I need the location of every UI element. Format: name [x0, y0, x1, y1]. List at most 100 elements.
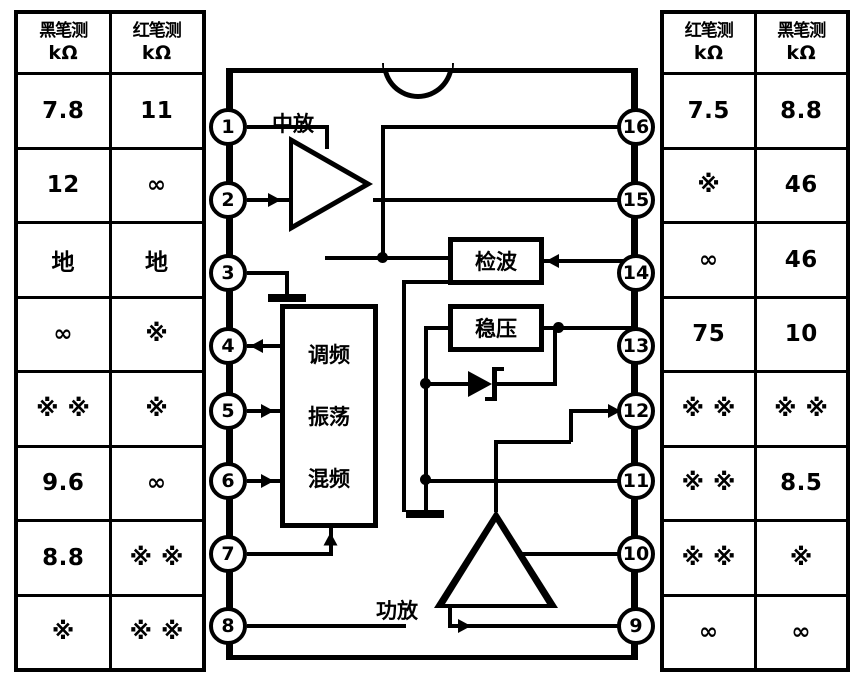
header-label-zh: 红笔测: [684, 21, 734, 42]
cell-red-8: ※ ※: [129, 619, 184, 646]
pin-9[interactable]: 9: [617, 607, 655, 645]
wire-zener-left: [424, 382, 468, 386]
pin-16[interactable]: 16: [617, 108, 655, 146]
detector-label: 检波: [475, 250, 517, 274]
wire-pwramp-pin9: [448, 624, 634, 628]
wire-pin1-ifamp: [247, 125, 329, 129]
power-amp-triangle-fill: [445, 522, 547, 604]
right-header-black: 黑笔测 kΩ: [757, 14, 847, 72]
cell-black-12: ※ ※: [774, 395, 829, 422]
wire-ifamp-feedback: [325, 256, 385, 260]
regulator-label: 稳压: [475, 317, 517, 341]
wire-ifamp-down: [381, 198, 385, 260]
ic-block-diagram: 1 2 3 4 5 6 7 8 16 15 14 13 12 11 10 9 中…: [206, 52, 658, 676]
table-header-row: 黑笔测 kΩ 红笔测 kΩ: [18, 14, 202, 75]
tuner-osc-label: 振荡: [308, 405, 350, 429]
wire-detector-lower-in: [404, 280, 452, 284]
arrow-pin4-out-icon: [250, 339, 263, 353]
cell-black-7: 8.8: [18, 522, 112, 594]
wire-pwramp-pin10: [496, 552, 634, 556]
pin-1[interactable]: 1: [209, 108, 247, 146]
header-label-zh: 红笔测: [132, 21, 182, 42]
header-unit: kΩ: [48, 42, 79, 65]
cell-black-14: 46: [784, 246, 818, 273]
wire-pwramp-top: [494, 479, 498, 512]
regulator-block: 稳压: [448, 304, 544, 352]
wire-pin3-gnd-drop: [285, 271, 289, 296]
cell-red-3: 地: [145, 249, 169, 276]
header-label-zh: 黑笔测: [777, 21, 826, 42]
cell-red-1: 11: [140, 97, 174, 124]
pin-6[interactable]: 6: [209, 462, 247, 500]
pin-15[interactable]: 15: [617, 181, 655, 219]
ic-notch-mask: [384, 60, 452, 69]
table-row: ※ ※ 8.5: [664, 447, 846, 522]
if-amp-label: 中放: [272, 112, 314, 136]
cell-red-9: ∞: [664, 596, 757, 668]
pin-2[interactable]: 2: [209, 181, 247, 219]
pin-10[interactable]: 10: [617, 535, 655, 573]
arrow-pin9-icon: [458, 619, 471, 633]
wire-regulator-pin13: [544, 326, 634, 330]
pin-8[interactable]: 8: [209, 607, 247, 645]
cell-black-9: ∞: [791, 619, 812, 646]
wire-pin12: [571, 409, 634, 413]
table-row: 7.8 11: [18, 75, 202, 150]
cell-black-8: ※: [18, 596, 112, 668]
left-header-black: 黑笔测 kΩ: [18, 14, 112, 72]
junction-node-supply: [420, 474, 431, 485]
cell-red-4: ※: [145, 321, 169, 348]
wire-pin12-across: [496, 440, 571, 444]
header-unit: kΩ: [141, 42, 172, 65]
wire-tuner-bottom: [329, 528, 333, 554]
wire-top-rail: [226, 68, 636, 72]
table-row: ∞ 46: [664, 224, 846, 299]
junction-node-zener: [420, 378, 431, 389]
arrow-tuner-bottom-icon: [323, 532, 338, 546]
pin-11[interactable]: 11: [617, 462, 655, 500]
wire-supply-gnd: [424, 479, 428, 512]
wire-bottom-rail: [226, 656, 636, 660]
tuner-mix-label: 混频: [308, 467, 350, 491]
cell-black-1: 7.8: [18, 75, 112, 147]
wire-pin14-detector: [544, 259, 634, 263]
cell-red-6: ∞: [146, 470, 167, 497]
left-header-red: 红笔测 kΩ: [112, 14, 203, 72]
table-row: 75 10: [664, 298, 846, 373]
pin-3[interactable]: 3: [209, 254, 247, 292]
detector-block: 检波: [448, 237, 544, 285]
table-row: 12 ∞: [18, 149, 202, 224]
wire-pwramp-bottom: [448, 606, 452, 626]
wire-pin16-rail: [381, 125, 637, 129]
cell-red-5: ※: [145, 395, 169, 422]
cell-black-15: 46: [784, 172, 818, 199]
table-header-row: 红笔测 kΩ 黑笔测 kΩ: [664, 14, 846, 75]
table-row: ※ ※ ※ ※: [664, 373, 846, 448]
wire-pin11-rail: [424, 479, 634, 483]
wire-pin12-drop: [569, 409, 573, 442]
cell-red-14: ∞: [664, 224, 757, 296]
pin-14[interactable]: 14: [617, 254, 655, 292]
power-amp-label: 功放: [376, 599, 418, 623]
pin-13[interactable]: 13: [617, 327, 655, 365]
header-label-zh: 黑笔测: [39, 21, 88, 42]
cell-black-5: ※ ※: [18, 373, 112, 445]
if-amp-triangle-fill: [293, 144, 363, 224]
pin-5[interactable]: 5: [209, 392, 247, 430]
cell-red-13: 75: [664, 298, 757, 370]
table-row: 地 地: [18, 224, 202, 299]
table-row: 9.6 ∞: [18, 447, 202, 522]
wire-pin3-gnd: [247, 271, 289, 275]
pin-12[interactable]: 12: [617, 392, 655, 430]
cell-red-16: 7.5: [664, 75, 757, 147]
pin-7[interactable]: 7: [209, 535, 247, 573]
junction-node-pin13: [553, 322, 564, 333]
arrow-pin5-in-icon: [261, 404, 274, 418]
junction-node-ifamp: [377, 252, 388, 263]
wire-pin7-tuner: [247, 552, 333, 556]
cell-black-16: 8.8: [780, 97, 823, 124]
wire-zener-up-pin13: [553, 326, 557, 384]
table-row: ※ 46: [664, 149, 846, 224]
pin-4[interactable]: 4: [209, 327, 247, 365]
